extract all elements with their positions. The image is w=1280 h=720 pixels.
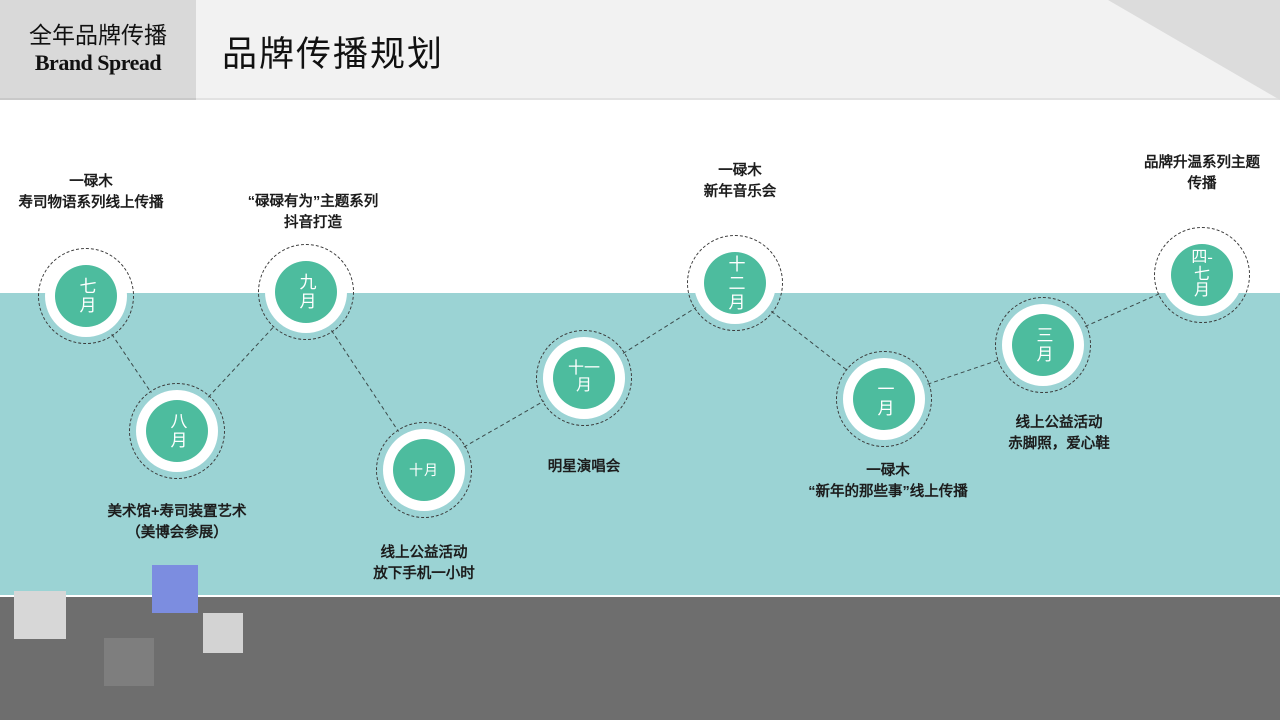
decorative-square [152,565,198,613]
timeline-label-line: 抖音打造 [284,215,342,232]
timeline-label-jan: 一碌木 “新年的那些事”线上传播 [808,461,968,503]
brand-badge-chinese: 全年品牌传播 [29,23,167,48]
node-dashed-ring [1154,227,1250,323]
timeline-label-apr_jul: 品牌升温系列主题传播 [1144,153,1260,195]
timeline-node-sep[interactable]: 九月 [258,244,354,340]
page-title: 品牌传播规划 [222,35,445,74]
node-dashed-ring [129,383,225,479]
node-month-disc[interactable]: 十二月 [704,252,766,314]
timeline-label-line: 一碌木 [718,163,762,179]
decorative-square [104,638,154,686]
timeline-label-line: 一碌木 [69,174,113,190]
node-dashed-ring [687,235,783,331]
timeline-node-oct[interactable]: 十月 [376,422,472,518]
timeline-label-sep: “碌碌有为”主题系列抖音打造 [248,192,379,234]
timeline-label-line: 放下手机一小时 [373,566,475,583]
timeline-node-dec[interactable]: 十二月 [687,235,783,331]
node-month-disc[interactable]: 七月 [55,265,117,327]
timeline-label-line: “碌碌有为”主题系列 [247,194,379,210]
timeline-label-line: 寿司物语系列线上传播 [18,195,164,212]
timeline-label-line: 明星演唱会 [547,459,621,475]
timeline-node-mar[interactable]: 三月 [995,297,1091,393]
node-month-disc[interactable]: 十月 [393,439,455,501]
timeline-label-line: 线上公益活动 [1015,415,1103,431]
node-month-label: 十一月 [567,360,600,395]
timeline-label-line: 传播 [1187,176,1217,193]
timeline-label-line: 新年音乐会 [703,184,777,201]
node-month-label: 四-七月 [1191,248,1213,300]
node-month-disc[interactable]: 三月 [1012,314,1074,376]
brand-badge-english: Brand Spread [34,49,162,75]
header-bar: 全年品牌传播 Brand Spread 品牌传播规划 [0,0,1280,100]
decorative-square [14,591,66,639]
node-month-label-line: 月 [1193,282,1210,300]
timeline-label-nov: 明星演唱会 [548,457,621,478]
node-month-label-line: 月 [575,377,592,394]
timeline-label-line: 线上公益活动 [380,545,468,561]
node-month-label: 七月 [76,277,96,315]
timeline-node-aug[interactable]: 八月 [129,383,225,479]
node-month-label-line: 四- [1191,248,1213,266]
decorative-square [203,613,243,653]
node-month-disc[interactable]: 十一月 [553,347,615,409]
node-dashed-ring [536,330,632,426]
node-dashed-ring [376,422,472,518]
node-month-label: 三月 [1033,326,1053,364]
timeline-label-dec: 一碌木新年音乐会 [704,161,777,203]
node-dashed-ring [38,248,134,344]
node-month-label: 一月 [874,380,894,418]
timeline-label-line: “新年的那些事”线上传播 [808,484,968,501]
node-month-label: 十月 [409,464,439,479]
node-month-label-line: 七 [1193,265,1210,283]
node-dashed-ring [995,297,1091,393]
node-month-label-line: 十一 [567,360,600,378]
node-month-label: 八月 [167,412,187,450]
timeline-node-nov[interactable]: 十一月 [536,330,632,426]
node-dashed-ring [836,351,932,447]
brand-badge: 全年品牌传播 Brand Spread [0,0,196,100]
timeline-label-oct: 线上公益活动放下手机一小时 [373,543,475,585]
timeline-label-line: 赤脚照，爱心鞋 [1008,436,1110,453]
timeline-label-line: 一碌木 [866,463,910,479]
timeline-node-jul[interactable]: 七月 [38,248,134,344]
timeline-label-jul: 一碌木寿司物语系列线上传播 [19,172,164,214]
node-month-disc[interactable]: 四-七月 [1171,244,1233,306]
timeline-node-jan[interactable]: 一月 [836,351,932,447]
timeline-label-line: （美博会参展） [126,525,228,542]
node-month-disc[interactable]: 九月 [275,261,337,323]
node-month-label: 九月 [296,273,316,311]
node-dashed-ring [258,244,354,340]
timeline-node-apr_jul[interactable]: 四-七月 [1154,227,1250,323]
node-month-disc[interactable]: 一月 [853,368,915,430]
node-month-disc[interactable]: 八月 [146,400,208,462]
corner-triangle-decoration [1108,0,1280,100]
timeline-label-line: 品牌升温系列主题 [1144,155,1260,171]
gray-floor-band [0,597,1280,720]
timeline-label-line: 美术馆+寿司装置艺术 [107,504,247,520]
timeline-label-aug: 美术馆+寿司装置艺术 （美博会参展） [108,502,247,544]
node-month-label: 十二月 [725,254,745,312]
timeline-label-mar: 线上公益活动赤脚照，爱心鞋 [1008,413,1110,455]
